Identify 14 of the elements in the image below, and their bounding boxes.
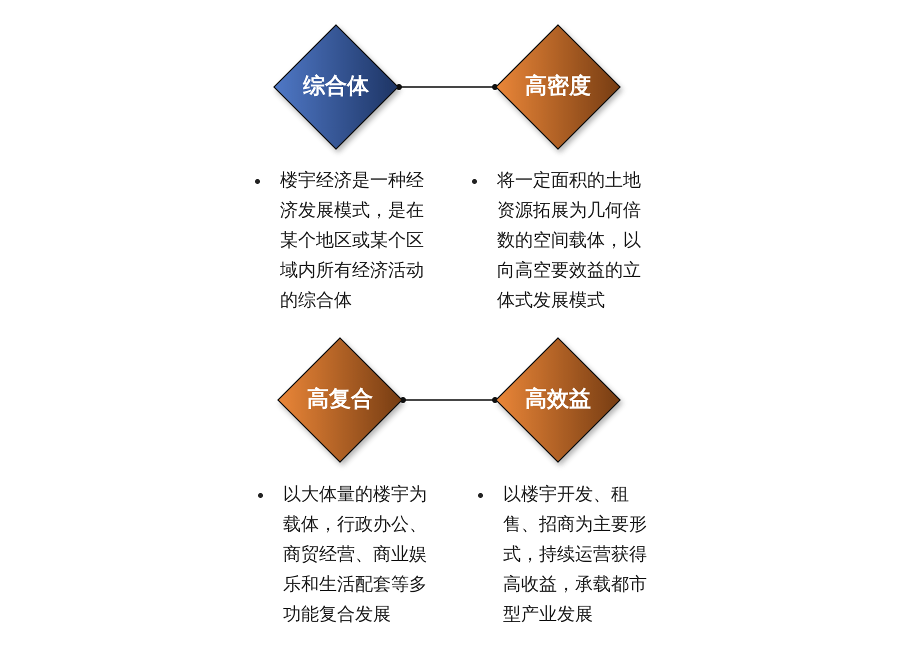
decision-diamond bbox=[277, 337, 403, 463]
decision-diamond bbox=[495, 24, 621, 150]
diamond-label: 高效益 bbox=[525, 389, 591, 411]
connector-line bbox=[396, 84, 498, 90]
description-text: 以楼宇开发、租售、招商为主要形式，持续运营获得高收益，承载都市型产业发展 bbox=[503, 483, 648, 627]
description-text: 以大体量的楼宇为载体，行政办公、商贸经营、商业娱乐和生活配套等多功能复合发展 bbox=[283, 483, 428, 627]
diamond-label: 综合体 bbox=[303, 76, 369, 98]
connector-line bbox=[400, 397, 498, 403]
diamond-label: 高复合 bbox=[307, 389, 373, 411]
description-text: 楼宇经济是一种经济发展模式，是在某个地区或某个区域内所有经济活动的综合体 bbox=[280, 169, 425, 313]
description-text: 将一定面积的土地资源拓展为几何倍数的空间载体，以向高空要效益的立体式发展模式 bbox=[497, 169, 642, 313]
decision-diamond bbox=[273, 24, 399, 150]
decision-diamond bbox=[495, 337, 621, 463]
diamond-label: 高密度 bbox=[525, 76, 591, 98]
